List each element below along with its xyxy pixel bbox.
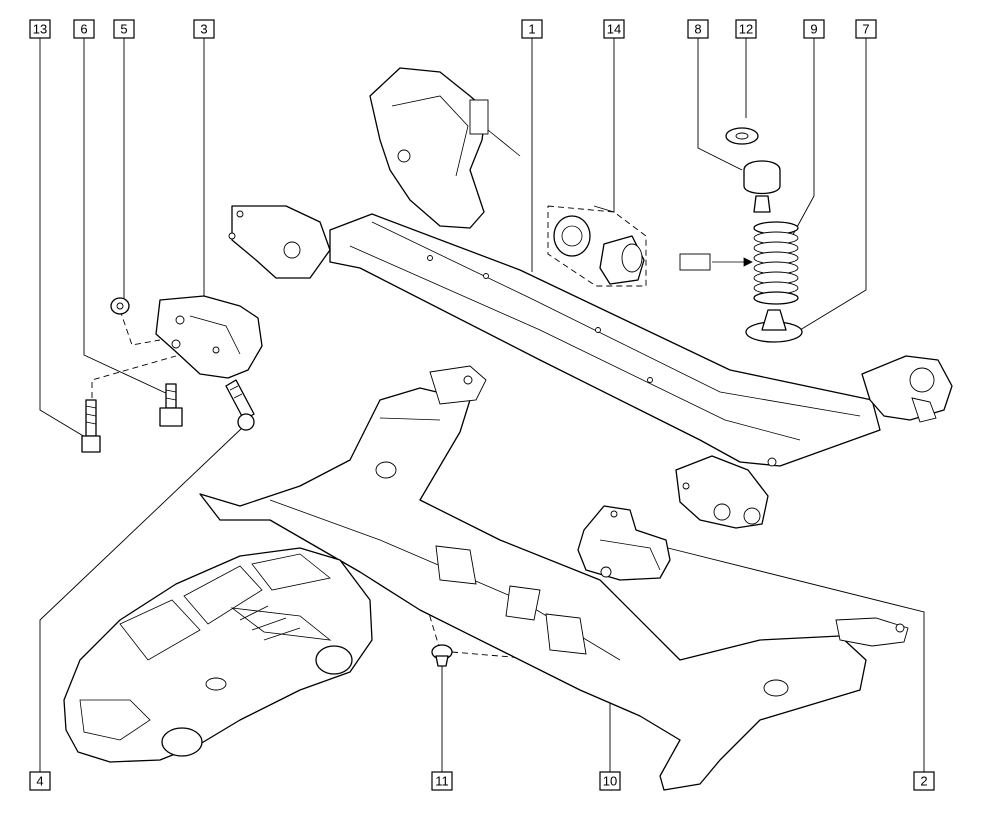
leader-8 bbox=[697, 38, 743, 171]
left-bracket bbox=[155, 295, 263, 379]
dash-nut-to-bracket bbox=[119, 309, 161, 346]
leader-9 bbox=[789, 38, 815, 241]
car-silhouette bbox=[63, 547, 373, 763]
callout-5-label: 5 bbox=[120, 22, 127, 37]
callout-7: 7 bbox=[855, 19, 877, 39]
rear-axle-beam bbox=[228, 67, 953, 529]
callout-14-label: 14 bbox=[607, 22, 621, 37]
callout-2: 2 bbox=[913, 771, 935, 791]
bolt-13 bbox=[81, 399, 101, 453]
callout-3: 3 bbox=[193, 19, 215, 39]
leader-13 bbox=[39, 38, 91, 441]
callout-9-label: 9 bbox=[810, 22, 817, 37]
callout-9: 9 bbox=[803, 19, 825, 39]
callout-8-label: 8 bbox=[694, 22, 701, 37]
leader-7 bbox=[799, 38, 867, 331]
callout-12: 12 bbox=[735, 19, 757, 39]
leader-4 bbox=[39, 427, 243, 772]
underbody-shield bbox=[199, 365, 909, 791]
callout-1: 1 bbox=[521, 19, 543, 39]
spring-seat bbox=[745, 309, 803, 343]
long-bolt-4 bbox=[225, 379, 255, 431]
nut bbox=[110, 297, 130, 315]
callout-4: 4 bbox=[29, 771, 51, 791]
callout-3-label: 3 bbox=[200, 22, 207, 37]
callout-12-label: 12 bbox=[739, 22, 753, 37]
dash-bolt-to-bracket bbox=[91, 355, 177, 398]
callout-14: 14 bbox=[603, 19, 625, 39]
leader-6 bbox=[83, 38, 171, 396]
leader-lines bbox=[39, 38, 925, 772]
spring-cup-and-bump-stop bbox=[725, 127, 781, 213]
callout-6-label: 6 bbox=[80, 22, 87, 37]
leader-14 bbox=[593, 38, 615, 213]
callout-1-label: 1 bbox=[528, 22, 535, 37]
callout-4-label: 4 bbox=[36, 774, 43, 789]
callout-11: 11 bbox=[431, 771, 453, 791]
callout-7-label: 7 bbox=[862, 22, 869, 37]
callout-11-label: 11 bbox=[435, 774, 449, 789]
callout-6: 6 bbox=[73, 19, 95, 39]
leader-2 bbox=[667, 547, 925, 772]
callout-13: 13 bbox=[29, 19, 51, 39]
right-bracket bbox=[577, 505, 671, 581]
bushings bbox=[553, 215, 645, 285]
callout-5: 5 bbox=[113, 19, 135, 39]
bolt-6 bbox=[159, 383, 183, 427]
coil-spring bbox=[679, 221, 799, 305]
callout-10-label: 10 bbox=[603, 774, 617, 789]
callout-13-label: 13 bbox=[33, 22, 47, 37]
dash-bushing-group bbox=[547, 205, 647, 287]
plug bbox=[431, 644, 453, 667]
callout-10: 10 bbox=[599, 771, 621, 791]
callout-8: 8 bbox=[687, 19, 709, 39]
callout-2-label: 2 bbox=[920, 774, 927, 789]
